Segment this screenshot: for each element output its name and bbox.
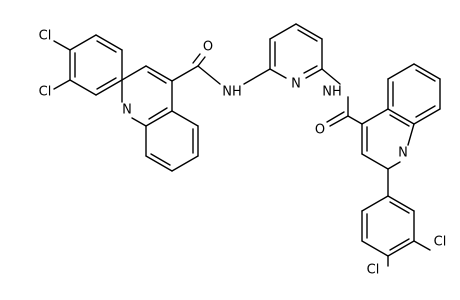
carbonyl-oxygen-label: O <box>203 40 213 55</box>
bond <box>361 240 389 257</box>
bond <box>389 201 410 214</box>
bond <box>361 153 389 170</box>
amide-nh-label: NH <box>322 85 342 100</box>
central-pyridine <box>243 23 341 85</box>
bond <box>361 195 389 212</box>
bond <box>321 68 341 85</box>
pyridine-nitrogen-label: N <box>291 77 301 92</box>
bond <box>148 107 168 120</box>
bond <box>95 79 123 96</box>
chlorine-atom-label: Cl <box>434 235 447 250</box>
amide-nh-label: NH <box>222 85 242 100</box>
bond <box>415 69 436 82</box>
bond <box>269 68 287 79</box>
bond <box>305 68 323 79</box>
bond <box>297 29 318 42</box>
bond <box>387 161 401 170</box>
bond <box>243 68 271 85</box>
bond <box>389 114 410 127</box>
bond <box>197 65 221 85</box>
bond <box>53 40 71 51</box>
bond <box>95 34 123 51</box>
bond <box>407 123 415 146</box>
bond <box>303 65 318 74</box>
bond <box>387 63 415 80</box>
bond <box>69 79 97 96</box>
right-amide <box>326 96 363 127</box>
bond <box>171 65 199 82</box>
bond <box>145 155 173 172</box>
bond <box>145 65 173 82</box>
bond <box>413 108 441 125</box>
bond <box>145 110 173 127</box>
bond <box>171 110 199 127</box>
bond <box>171 155 199 172</box>
chlorine-atom-label: Cl <box>39 29 52 44</box>
left-dichlorophenyl-ring <box>53 34 123 96</box>
quinoline-nitrogen-label: N <box>122 103 132 118</box>
bond <box>150 153 171 166</box>
atom-labels: Cl Cl N O NH N NH O N Cl Cl <box>39 29 447 278</box>
bond <box>389 238 410 251</box>
quinoline-nitrogen-label: N <box>398 146 408 161</box>
bond <box>387 240 415 257</box>
left-amide <box>192 53 221 85</box>
bond <box>347 115 363 125</box>
bond <box>387 108 415 125</box>
bond <box>387 195 415 212</box>
bond <box>131 117 147 127</box>
bond <box>147 71 167 84</box>
bond <box>69 34 97 51</box>
bond <box>197 56 206 67</box>
right-dichlorophenyl-ring <box>361 195 431 267</box>
bond <box>121 65 147 81</box>
bond <box>413 240 431 251</box>
bond <box>295 23 323 40</box>
chlorine-atom-label: Cl <box>367 263 380 278</box>
bond <box>326 111 345 123</box>
bond <box>329 115 349 127</box>
bond <box>415 105 436 118</box>
bond <box>361 108 389 125</box>
carbonyl-oxygen-label: O <box>315 123 325 138</box>
right-quinoline <box>361 63 441 197</box>
bond <box>413 63 441 80</box>
bond <box>96 77 117 90</box>
bond <box>53 79 71 90</box>
bond <box>269 23 297 40</box>
chlorine-atom-label: Cl <box>39 85 52 100</box>
left-quinoline <box>121 65 199 172</box>
bond <box>192 53 201 64</box>
bond <box>96 40 117 53</box>
